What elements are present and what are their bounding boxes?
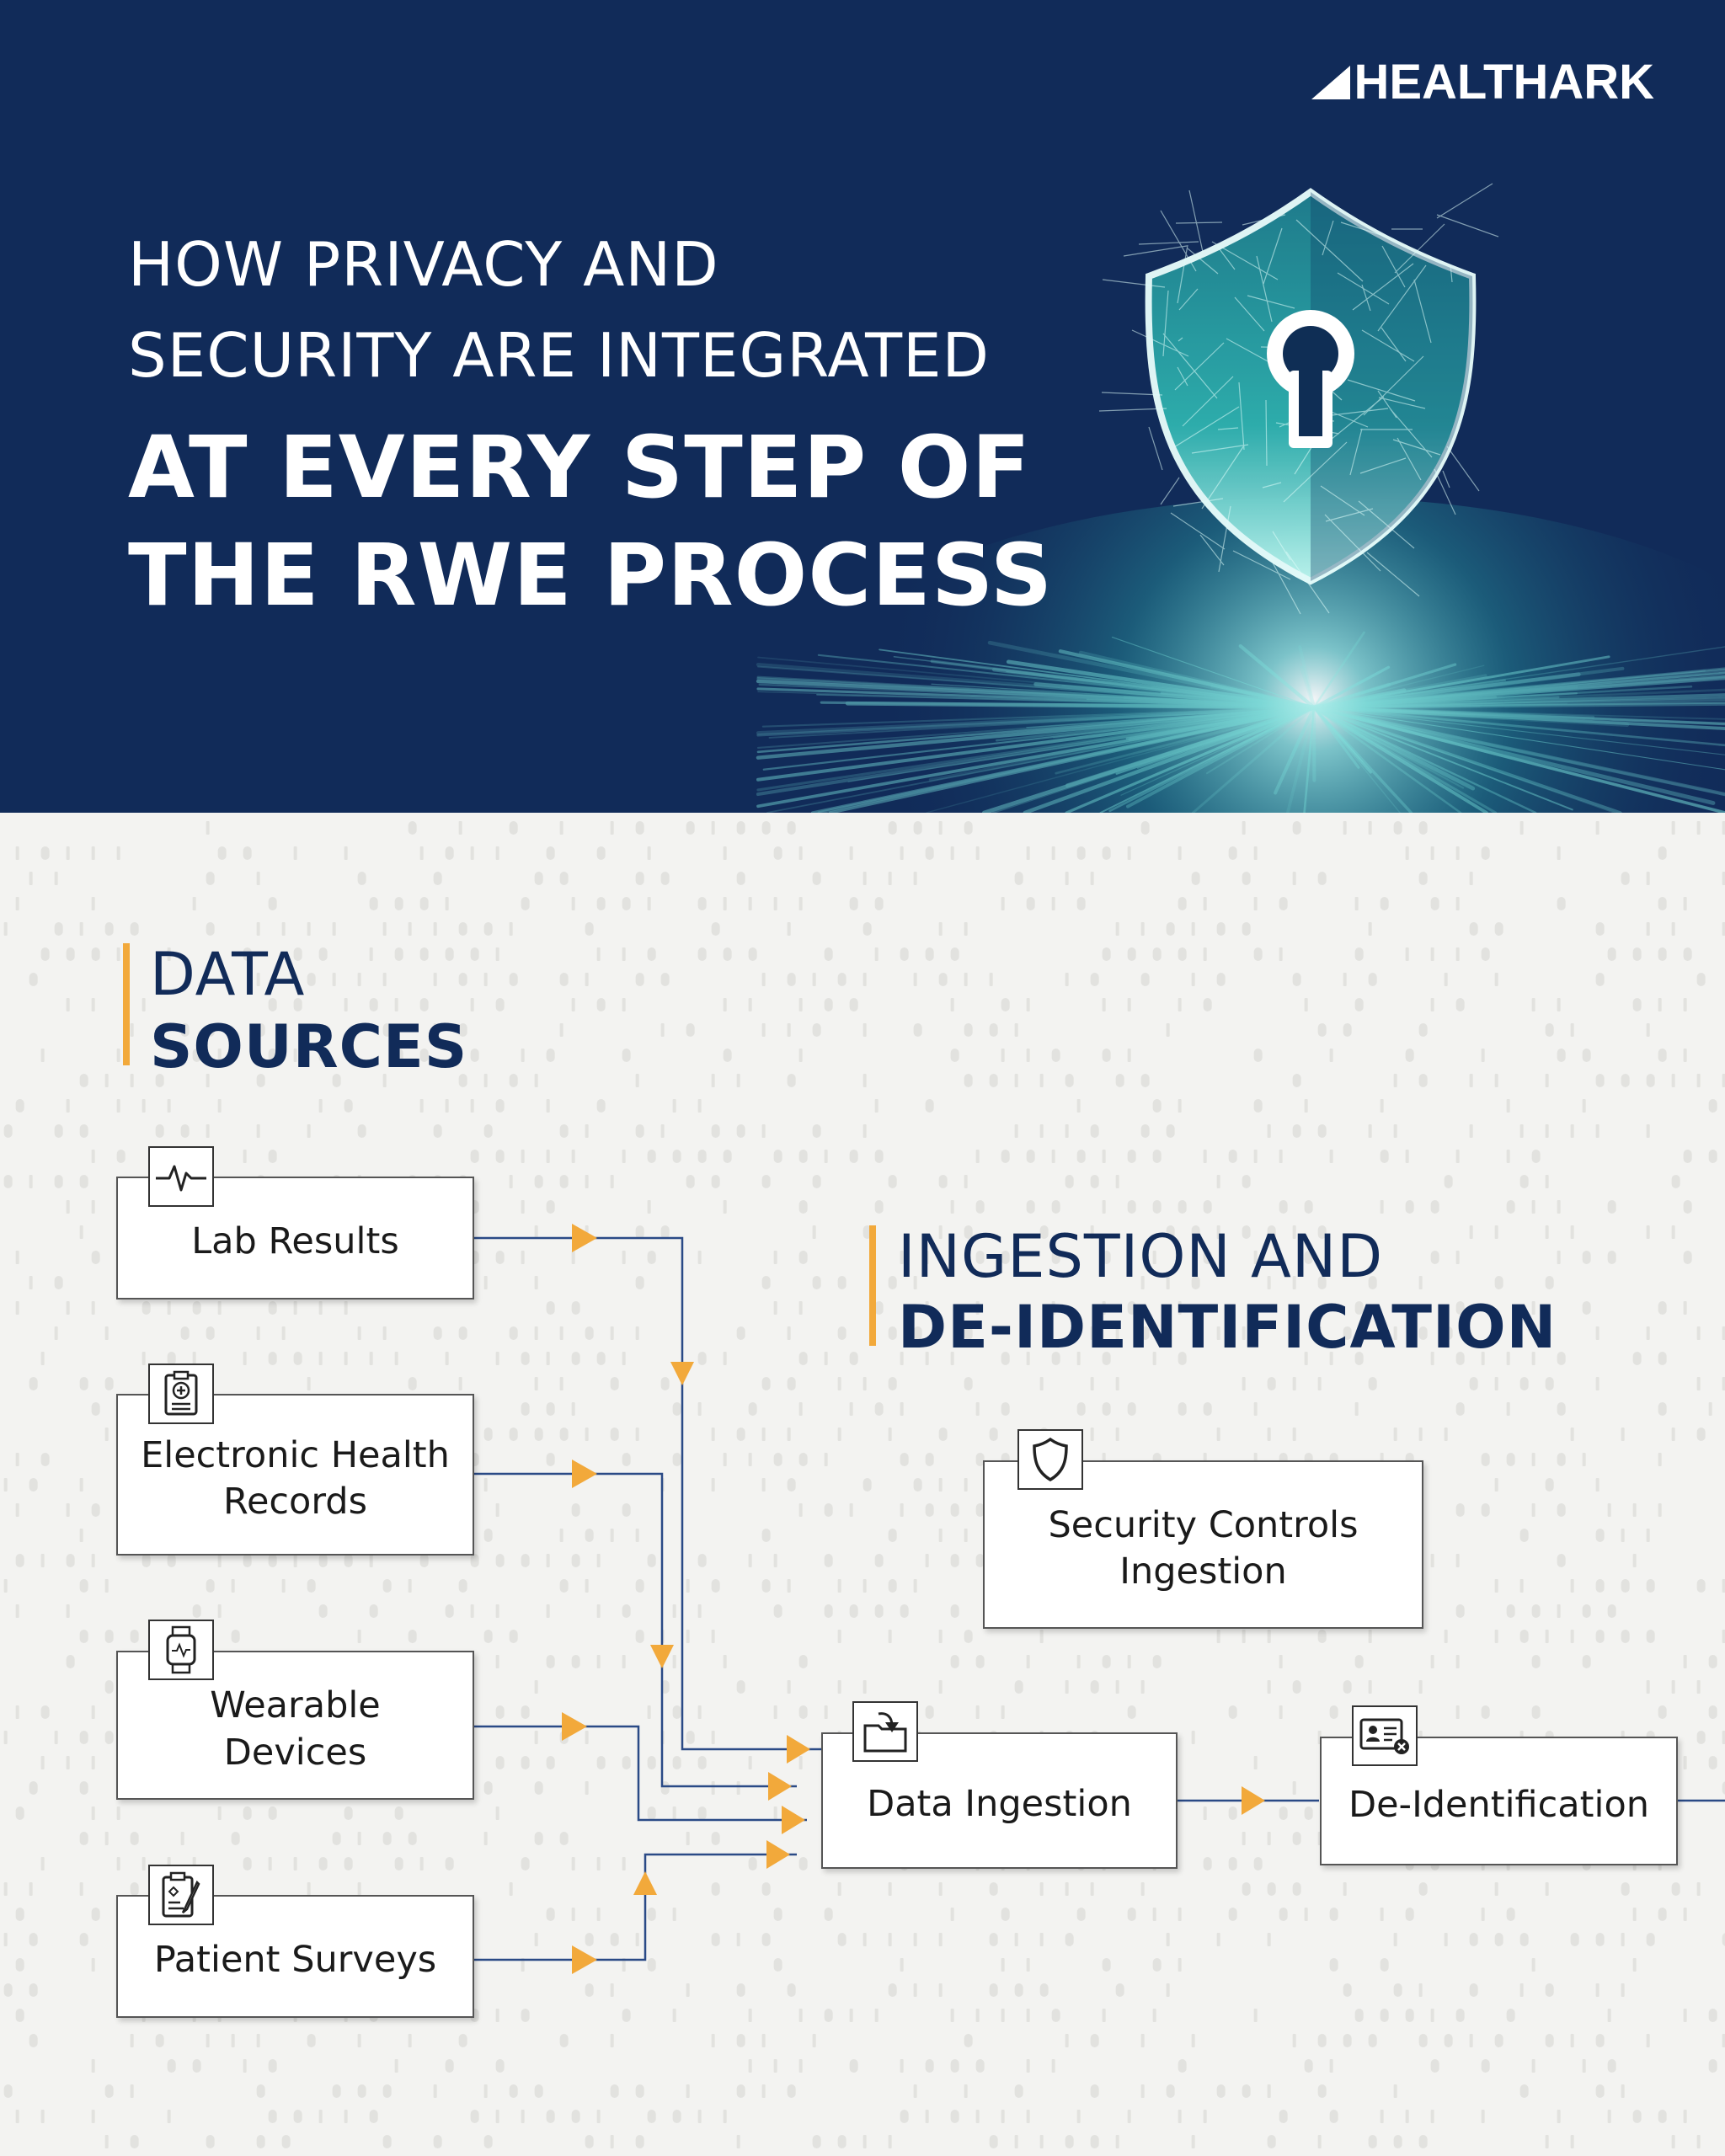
- headline-line-4: THE RWE PROCESS: [128, 526, 1054, 626]
- arrow-down: [670, 1362, 694, 1385]
- heartbeat-icon: [148, 1146, 214, 1207]
- headline-line-2: SECURITY ARE INTEGRATED: [128, 320, 990, 391]
- section-title-bold: SOURCES: [150, 1012, 468, 1081]
- node-data-ingestion[interactable]: Data Ingestion: [821, 1732, 1178, 1869]
- logo-triangle-icon: [1311, 65, 1351, 99]
- medical-clipboard-icon: [148, 1364, 214, 1424]
- section-accent-bar: [123, 943, 130, 1065]
- section-title-light: INGESTION AND: [898, 1222, 1384, 1291]
- section-title-ingestion: INGESTION AND DE-IDENTIFICATION: [869, 1222, 1627, 1362]
- node-label: Data Ingestion: [867, 1783, 1132, 1826]
- node-label-line-2: Ingestion: [1119, 1550, 1287, 1593]
- folder-import-icon: [852, 1701, 918, 1762]
- shield-icon: [1098, 183, 1499, 615]
- brand-name: HEALTHARK: [1354, 55, 1654, 109]
- arrow-down: [650, 1645, 674, 1668]
- node-label-line-1: Wearable: [210, 1684, 381, 1727]
- node-electronic-health-records[interactable]: Electronic Health Records: [116, 1394, 474, 1556]
- section-accent-bar: [869, 1225, 876, 1346]
- arrow-right: [768, 1772, 792, 1801]
- brand-logo: HEALTHARK: [1311, 54, 1654, 110]
- shield-icon: [1017, 1429, 1083, 1490]
- process-diagram: DATA SOURCES INGESTION AND DE-IDENTIFICA…: [0, 813, 1725, 2156]
- arrow-right: [782, 1806, 805, 1834]
- section-title-bold: DE-IDENTIFICATION: [898, 1293, 1557, 1362]
- arrow-right: [572, 1224, 597, 1252]
- arrow-right: [572, 1945, 597, 1974]
- smartwatch-icon: [148, 1620, 214, 1680]
- section-title-light: DATA: [150, 940, 306, 1009]
- node-label-line-1: Security Controls: [1048, 1503, 1359, 1546]
- headline-line-1: HOW PRIVACY AND: [128, 229, 719, 300]
- node-label: Patient Surveys: [153, 1939, 437, 1982]
- connector-lines: [474, 1224, 1725, 1974]
- node-label-line-2: Records: [223, 1481, 367, 1523]
- arrow-right: [562, 1712, 587, 1741]
- shield-illustration: [0, 0, 1725, 813]
- node-label: Lab Results: [191, 1220, 399, 1263]
- section-title-data-sources: DATA SOURCES: [123, 940, 628, 1081]
- node-label-line-2: Devices: [223, 1731, 367, 1774]
- hero-banner: HEALTHARK HOW PRIVACY AND SECURITY ARE I…: [0, 0, 1725, 813]
- arrow-up: [633, 1871, 657, 1895]
- headline-line-3: AT EVERY STEP OF: [128, 418, 1032, 518]
- arrow-right: [787, 1735, 810, 1764]
- node-wearable-devices[interactable]: Wearable Devices: [116, 1651, 474, 1800]
- arrow-right: [766, 1840, 790, 1869]
- arrow-right: [572, 1460, 597, 1488]
- id-card-remove-icon: [1352, 1705, 1418, 1766]
- binary-background-pattern: [3, 821, 1725, 2148]
- arrow-right: [1242, 1786, 1265, 1815]
- node-label-line-1: Electronic Health: [141, 1433, 450, 1476]
- node-label: De-Identification: [1348, 1783, 1650, 1826]
- survey-clipboard-icon: [148, 1865, 214, 1925]
